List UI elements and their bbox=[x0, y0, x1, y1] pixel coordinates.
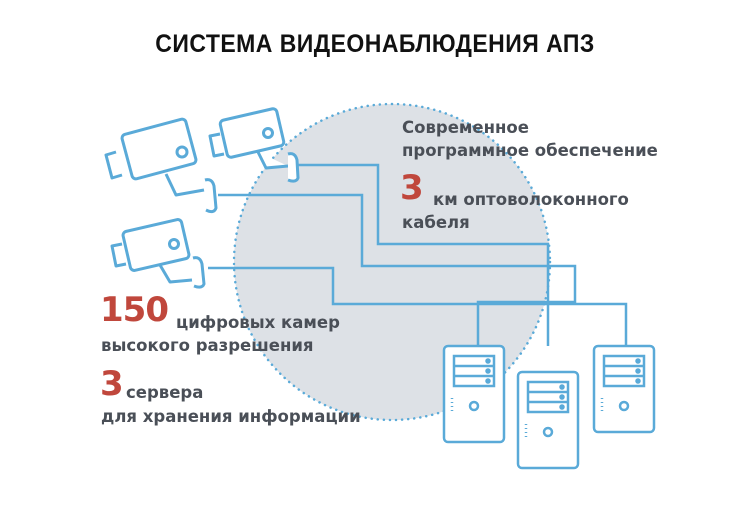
cable-lines bbox=[208, 163, 628, 346]
servers-number: 3 bbox=[100, 364, 124, 404]
server-icon bbox=[592, 344, 656, 434]
server-icon bbox=[442, 344, 506, 444]
software-line1: Современное bbox=[402, 118, 529, 137]
cameras-line1: цифровых камер bbox=[176, 313, 340, 332]
camera-icon bbox=[104, 117, 218, 214]
cable-line1: км оптоволоконного bbox=[433, 190, 629, 209]
camera-icon bbox=[208, 107, 300, 183]
cameras-number: 150 bbox=[100, 290, 169, 330]
servers-line2: для хранения информации bbox=[101, 407, 361, 426]
software-label: Современное программное обеспечение bbox=[402, 116, 658, 162]
cameras-line2: высокого разрешения bbox=[101, 336, 314, 355]
camera-icon bbox=[110, 218, 206, 289]
cable-number: 3 bbox=[400, 168, 424, 208]
coverage-circle bbox=[232, 102, 552, 422]
page-title: СИСТЕМА ВИДЕОНАБЛЮДЕНИЯ АПЗ bbox=[155, 30, 595, 58]
server-icon bbox=[516, 370, 580, 470]
cable-line2: кабеля bbox=[402, 213, 470, 232]
servers-line1: сервера bbox=[126, 383, 204, 402]
software-line2: программное обеспечение bbox=[402, 141, 658, 160]
